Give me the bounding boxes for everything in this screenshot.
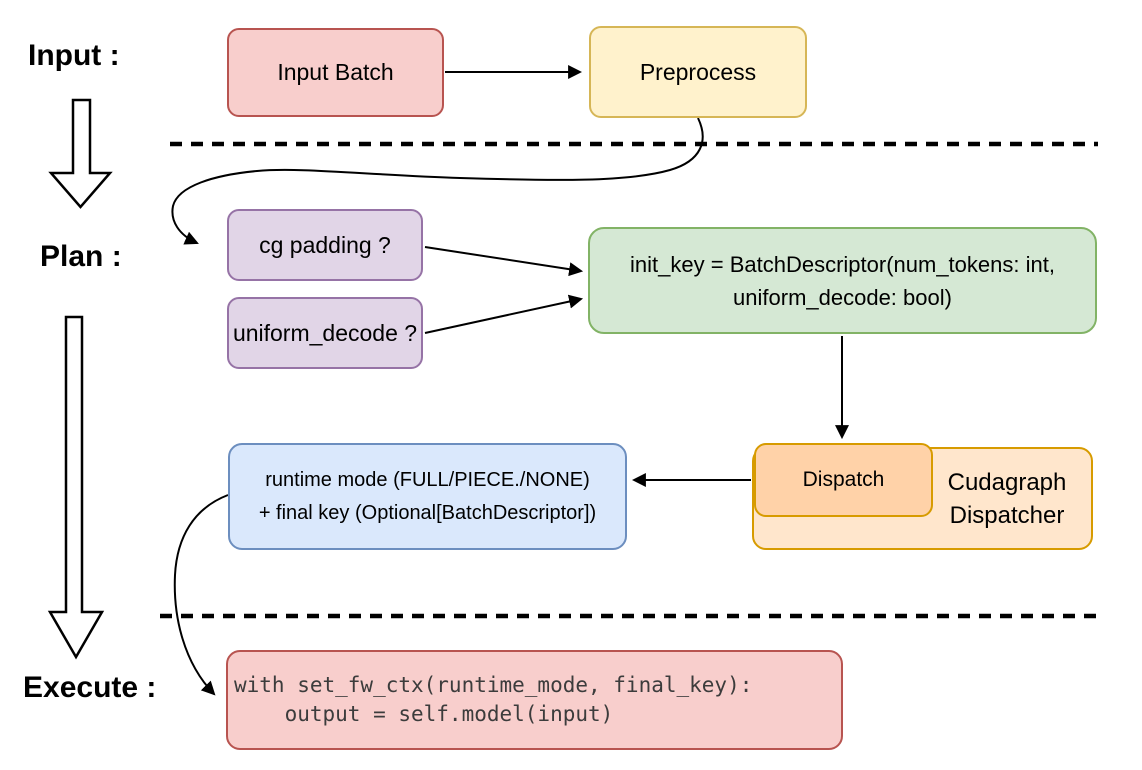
- stage-arrow-input-to-plan-icon: [48, 98, 113, 209]
- preprocess-node: Preprocess: [589, 26, 807, 118]
- cudagraph-dispatcher-label: Cudagraph Dispatcher: [923, 449, 1091, 548]
- cudagraph-dispatcher-line1: Cudagraph: [947, 468, 1067, 496]
- stage-arrow-plan-to-execute-icon: [47, 315, 105, 660]
- execute-code-line2: output = self.model(input): [234, 702, 614, 726]
- cg-padding-node: cg padding ?: [227, 209, 423, 281]
- uniform-decode-label: uniform_decode ?: [232, 319, 418, 346]
- arrow-cg-padding-to-init-key: [424, 246, 584, 277]
- input-batch-label: Input Batch: [277, 59, 394, 85]
- uniform-decode-node: uniform_decode ?: [227, 297, 423, 369]
- runtime-result-line1: runtime mode (FULL/PIECE./NONE): [265, 468, 590, 491]
- cudagraph-dispatcher-line2: Dispatcher: [949, 501, 1065, 529]
- init-key-line1: init_key = BatchDescriptor(num_tokens: i…: [630, 251, 1055, 277]
- init-key-node: init_key = BatchDescriptor(num_tokens: i…: [588, 227, 1097, 334]
- arrow-runtime-result-to-execute-code: [173, 494, 229, 696]
- cg-padding-label: cg padding ?: [259, 231, 391, 258]
- arrow-uniform-decode-to-init-key: [424, 294, 584, 334]
- init-key-line2: uniform_decode: bool): [733, 284, 952, 310]
- input-stage-label: Input :: [28, 39, 120, 72]
- plan-stage-label: Plan :: [40, 240, 122, 273]
- arrow-preprocess-to-cg-padding: [171, 117, 704, 245]
- dispatch-node: Dispatch: [754, 443, 933, 517]
- runtime-result-node: runtime mode (FULL/PIECE./NONE) + final …: [228, 443, 627, 550]
- dispatch-label: Dispatch: [802, 468, 885, 491]
- execute-stage-label: Execute :: [23, 671, 157, 704]
- runtime-result-line2: + final key (Optional[BatchDescriptor]): [258, 501, 597, 524]
- execute-code-node: with set_fw_ctx(runtime_mode, final_key)…: [226, 650, 843, 750]
- execute-code-line1: with set_fw_ctx(runtime_mode, final_key)…: [234, 673, 753, 697]
- preprocess-label: Preprocess: [639, 58, 757, 85]
- input-batch-node: Input Batch: [227, 28, 444, 117]
